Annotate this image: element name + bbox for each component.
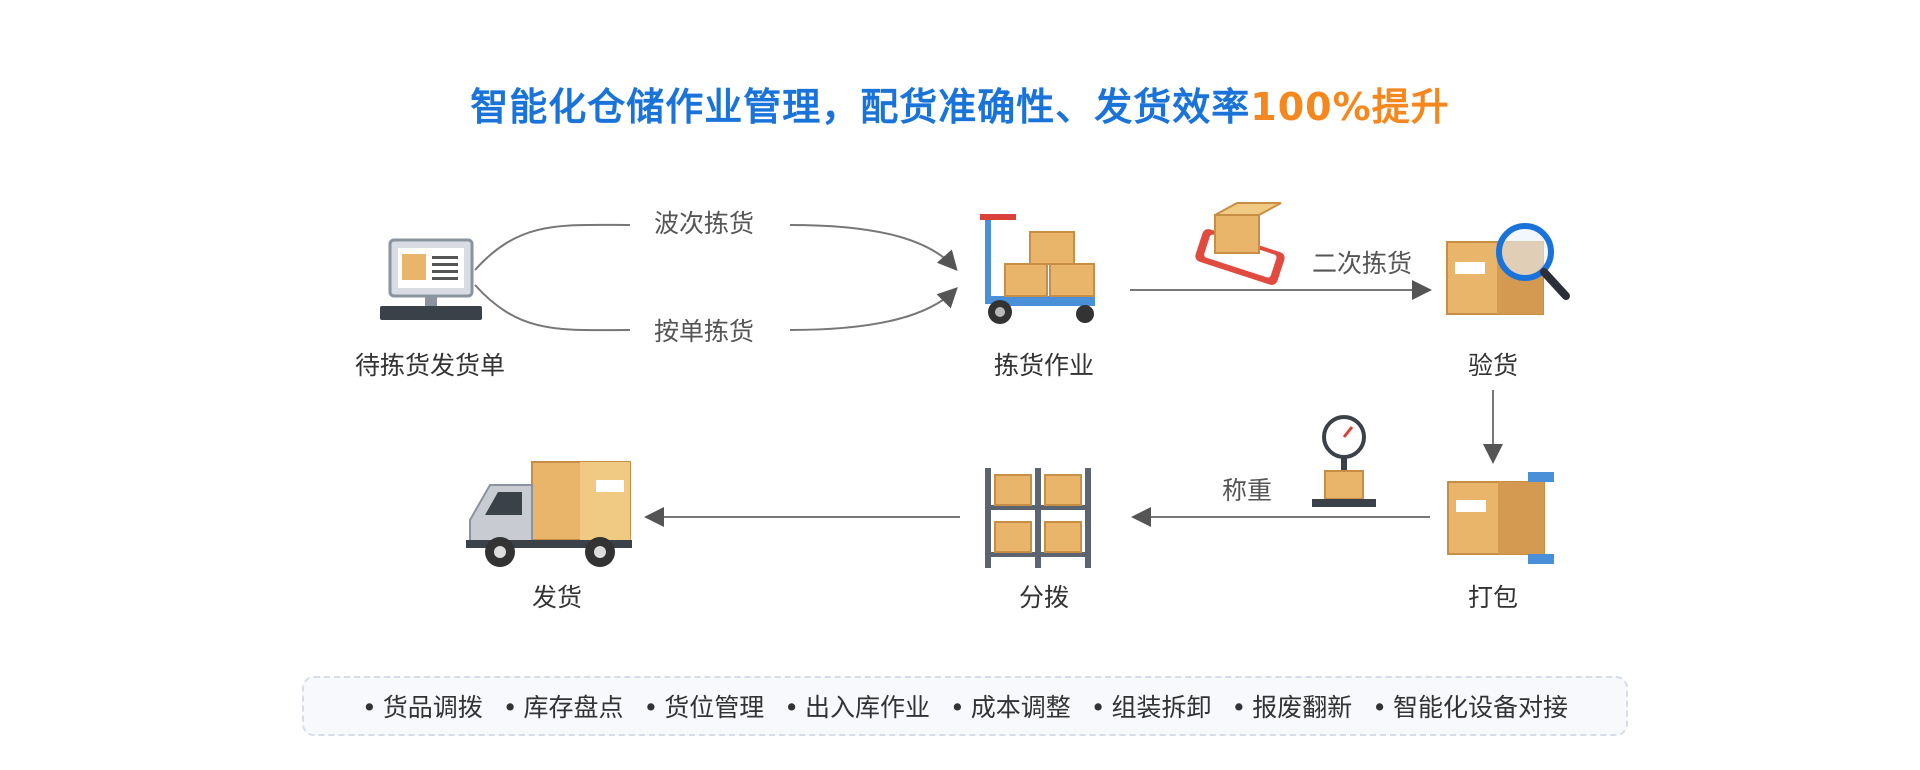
feature-item: 货位管理 [643,688,764,724]
node-label-shipping: 发货 [531,583,582,612]
feature-item: 组装拆卸 [1091,688,1212,724]
hand-truck-icon [980,214,1095,324]
order-picking-arrow [474,285,955,332]
wave-picking-arrow [474,223,955,270]
feature-list: 货品调拨 库存盘点 货位管理 出入库作业 成本调整 组装拆卸 报废翻新 智能化设… [302,676,1628,736]
feature-item: 报废翻新 [1232,688,1352,724]
edge-label-weighing: 称重 [1216,471,1279,507]
delivery-truck-icon [466,461,632,567]
computer-icon [380,238,482,320]
feature-item: 库存盘点 [503,688,623,724]
node-label-sorting: 分拨 [1018,583,1069,612]
edge-label-order-picking: 按单拣货 [648,312,761,348]
title-main: 智能化仓储作业管理，配货准确性、发货效率 [470,85,1251,129]
feature-item: 出入库作业 [784,688,930,724]
node-label-pending-orders: 待拣货发货单 [354,351,505,380]
weighing-scale-icon [1312,415,1376,507]
node-label-picking: 拣货作业 [993,351,1094,380]
edge-label-second-picking: 二次拣货 [1306,244,1419,280]
feature-item: 货品调拨 [362,688,483,724]
node-label-inspection: 验货 [1467,351,1518,380]
node-label-packing: 打包 [1467,583,1518,612]
title-highlight: 100%提升 [1250,85,1450,129]
page-title: 智能化仓储作业管理，配货准确性、发货效率100%提升 [0,76,1920,131]
feature-item: 成本调整 [950,688,1071,724]
scanner-tablet-icon [1195,202,1285,285]
edge-label-wave-picking: 波次拣货 [648,204,761,240]
feature-item: 智能化设备对接 [1372,688,1568,724]
warehouse-shelf-icon [985,468,1091,568]
magnifier-box-icon [1446,223,1570,315]
packed-box-icon [1447,472,1554,564]
